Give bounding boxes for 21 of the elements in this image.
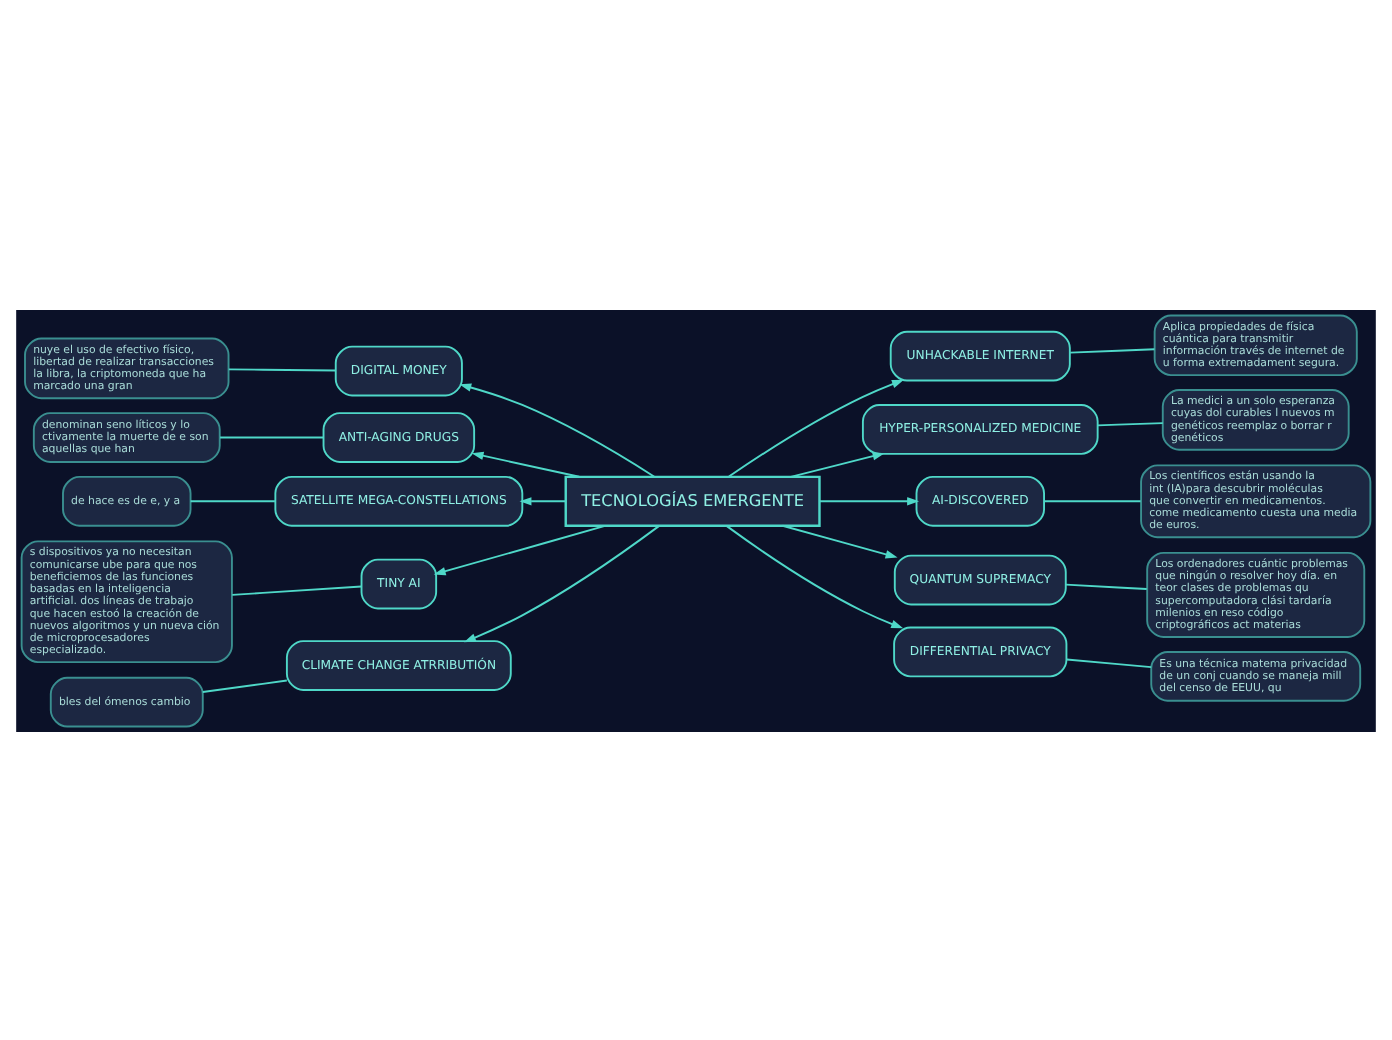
connector — [227, 367, 337, 371]
arrow — [459, 382, 656, 477]
connector — [231, 584, 363, 595]
connector — [219, 435, 325, 438]
connector — [189, 499, 276, 502]
connector — [201, 678, 288, 692]
connector — [1096, 421, 1164, 426]
connector — [1065, 582, 1148, 589]
arrow — [463, 524, 660, 642]
connector — [1065, 657, 1153, 668]
arrow — [781, 523, 898, 558]
connector — [1043, 499, 1142, 502]
arrow — [519, 496, 567, 505]
arrow — [725, 524, 904, 628]
arrow — [789, 451, 885, 477]
arrow — [818, 496, 920, 505]
arrow — [433, 523, 606, 575]
arrow — [471, 450, 581, 477]
node-box: TECNOLOGÍAS EMERGENTE — [564, 474, 821, 526]
arrow — [727, 378, 904, 477]
connector — [1069, 347, 1156, 353]
